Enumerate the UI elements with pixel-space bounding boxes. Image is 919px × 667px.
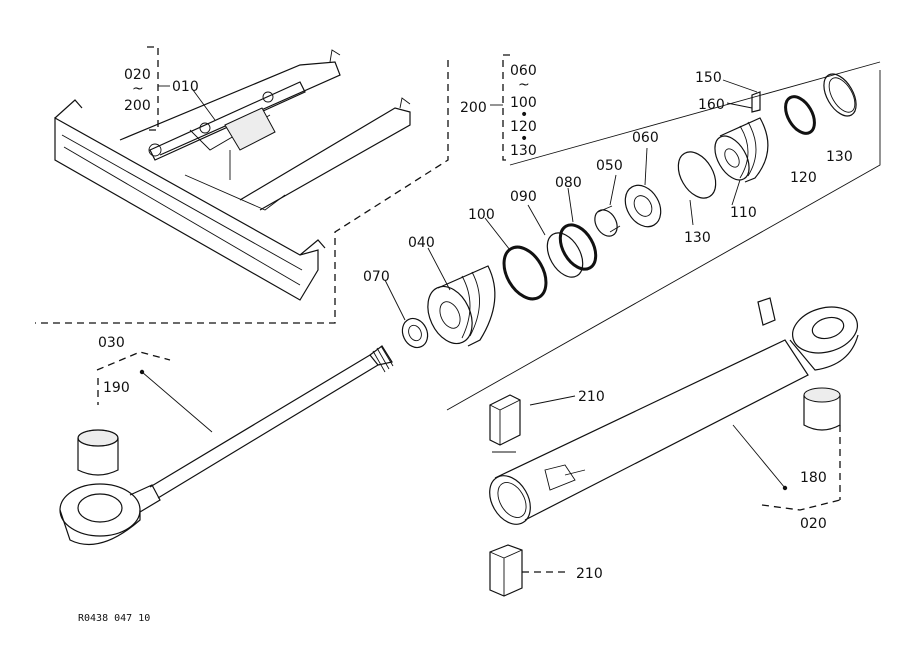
kit-group-bracket <box>446 54 881 411</box>
label-130-mid: 130 <box>684 230 711 246</box>
label-050: 050 <box>596 158 623 174</box>
label-160: 160 <box>698 97 725 113</box>
part-labels: 020 ~ 200 010 200 060 ~ 100 • 120 • 130 … <box>78 63 853 624</box>
label-010: 010 <box>172 79 199 95</box>
label-180: 180 <box>800 470 827 486</box>
figure-code: R0438 047 10 <box>78 613 150 624</box>
leader-lines <box>96 79 841 573</box>
ring-130-right <box>823 73 857 117</box>
seal-070 <box>401 317 429 349</box>
label-070: 070 <box>363 269 390 285</box>
label-dot-1: • <box>520 107 528 123</box>
rings-090-080 <box>546 223 598 278</box>
lock-plate-210-top <box>489 394 521 453</box>
label-100: 100 <box>468 207 495 223</box>
label-tilde-1: ~ <box>132 81 144 97</box>
label-080: 080 <box>555 175 582 191</box>
label-130-right: 130 <box>826 149 853 165</box>
spacer-060 <box>624 184 662 228</box>
piston-rod <box>59 345 394 546</box>
label-120: 120 <box>790 170 817 186</box>
label-030: 030 <box>98 335 125 351</box>
bushing-180 <box>803 387 841 431</box>
cylinder-tube <box>489 297 859 525</box>
label-200-group: 200 <box>460 100 487 116</box>
lock-plate-210-bottom <box>489 544 523 597</box>
piston-040 <box>427 265 496 347</box>
label-020-bottom: 020 <box>800 516 827 532</box>
label-210-bottom: 210 <box>576 566 603 582</box>
label-210-top: 210 <box>578 389 605 405</box>
label-100-group: 100 <box>510 95 537 111</box>
label-060: 060 <box>632 130 659 146</box>
o-ring-100 <box>502 245 548 301</box>
bushing-050 <box>594 205 621 237</box>
label-tilde-2: ~ <box>518 77 530 93</box>
label-120-group: 120 <box>510 119 537 135</box>
ring-120 <box>784 95 816 135</box>
label-190: 190 <box>103 380 130 396</box>
label-020-top: 020 <box>124 67 151 83</box>
label-200-left: 200 <box>124 98 151 114</box>
pin-150-160 <box>751 91 761 113</box>
gland-110 <box>714 117 769 183</box>
label-130-group: 130 <box>510 143 537 159</box>
label-dot-2: • <box>520 131 528 147</box>
label-110: 110 <box>730 205 757 221</box>
label-090: 090 <box>510 189 537 205</box>
ring-130-mid <box>677 151 717 199</box>
label-150: 150 <box>695 70 722 86</box>
label-040: 040 <box>408 235 435 251</box>
bushing-190 <box>77 429 119 476</box>
label-060-group: 060 <box>510 63 537 79</box>
inset-frame-assembly <box>35 46 449 324</box>
